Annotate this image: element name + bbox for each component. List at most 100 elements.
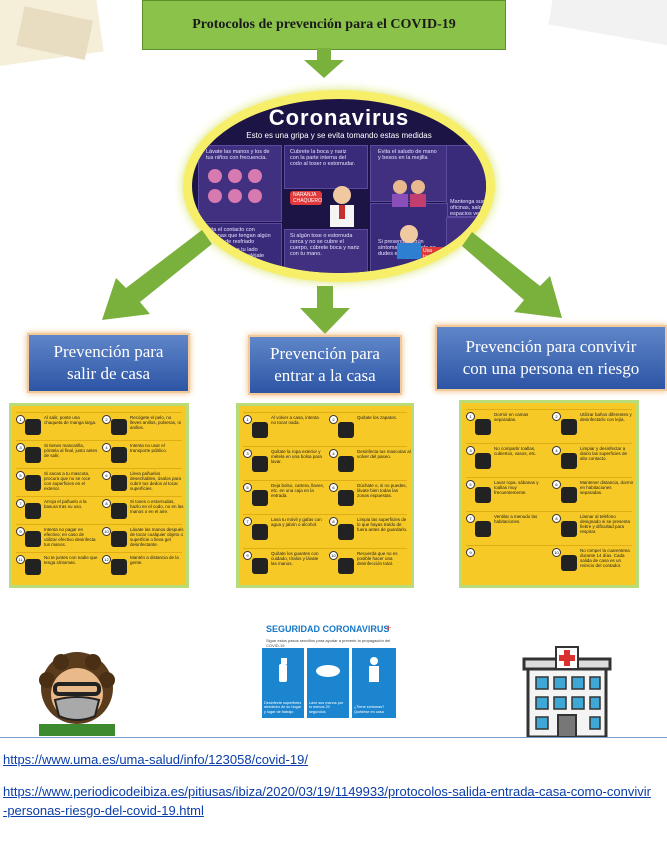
- prevention-step-text: No romper la cuarentena durante 14 días.…: [580, 548, 630, 568]
- heading-salir-de-casa: Prevención para salir de casa: [27, 333, 190, 393]
- masked-person-icon: [39, 652, 115, 736]
- step-number: 7: [243, 517, 252, 526]
- person-home-icon: [369, 657, 379, 682]
- prevention-step-icon: [25, 419, 41, 435]
- prevention-step-text: Quítate los guantes con cuidado, tíralos…: [271, 551, 319, 566]
- step-number: 2: [329, 415, 338, 424]
- prevention-step-icon: [111, 475, 127, 491]
- poster-row: 3 No compartir toallas, cubiertos, vasos,…: [466, 443, 632, 478]
- tip-text: Si algún tose o estornuda cerca y no se …: [290, 233, 360, 257]
- prevention-step-icon: [25, 503, 41, 519]
- prevention-step-icon: [475, 419, 491, 435]
- prevention-step-text: Dúchate o, si no puedes, lávate bien tod…: [357, 483, 407, 498]
- step-number: 5: [466, 480, 475, 489]
- tip-text: Lávate las manos y los de tus niños con …: [206, 149, 270, 161]
- prevention-step-text: Mantén a distancia de la gente.: [130, 555, 179, 565]
- prevention-step-text: Al volver a casa, intenta no tocar nada.: [271, 415, 319, 425]
- heading-line: Prevención para: [270, 344, 380, 363]
- prevention-step-text: Intenta no pagar en efectivo; en caso de…: [44, 527, 96, 547]
- poster-row: 7 Lava tu móvil y gafas con agua y jabón …: [243, 514, 407, 549]
- heading-line: Prevención para convivir: [465, 337, 637, 356]
- prevention-step-icon: [25, 531, 41, 547]
- prevention-step-icon: [338, 490, 354, 506]
- tip-text: Evita el saludo de mano y besos en la me…: [378, 149, 437, 161]
- couple-icon: [392, 180, 426, 207]
- tip-text: Mantenga sus oficinas, salones y espacio…: [450, 199, 495, 217]
- step-number: 4: [552, 446, 561, 455]
- tip-panel: [370, 145, 448, 202]
- prevention-step-icon: [475, 521, 491, 537]
- sick-person-icon: [397, 225, 421, 259]
- step-number: 2: [102, 415, 111, 424]
- prevention-step-text: Al salir, ponte una chaqueta de manga la…: [44, 415, 97, 425]
- prevention-step-text: Si toses o estornudas, hazlo en el codo,…: [130, 499, 184, 514]
- step-number: 10: [102, 527, 111, 536]
- step-number: 6: [102, 471, 111, 480]
- prevention-step-icon: [25, 447, 41, 463]
- hospital-icon: [522, 646, 612, 739]
- hand-wash-icon: [228, 169, 242, 183]
- step-number: 9: [466, 548, 475, 557]
- step-number: 10: [329, 551, 338, 560]
- prevention-step-text: Recógete el pelo, no lleves anillos, pul…: [130, 415, 182, 430]
- arrow-left: [102, 230, 212, 320]
- hand-washing-icon: [316, 665, 340, 677]
- prevention-step-icon: [475, 453, 491, 469]
- step-number: 7: [16, 499, 25, 508]
- seguridad-step: Desinfecte superficies alrededor de su h…: [262, 648, 304, 718]
- masked-person-illustration: [25, 648, 129, 736]
- prevention-step-icon: [561, 555, 577, 571]
- prevention-step-text: Quítate los zapatos.: [357, 415, 398, 420]
- prevention-step-text: Quítate la ropa exterior y métela en una…: [271, 449, 322, 464]
- prevention-step-icon: [561, 487, 577, 503]
- prevention-step-icon: [561, 521, 577, 537]
- step-number: 5: [16, 471, 25, 480]
- step-number: 7: [466, 514, 475, 523]
- reference-link-uma[interactable]: https://www.uma.es/uma-salud/info/123058…: [3, 752, 308, 767]
- prevention-step-icon: [252, 422, 268, 438]
- prevention-step-text: Lava tu móvil y gafas con agua y jabón o…: [271, 517, 322, 527]
- prevention-step-icon: [111, 559, 127, 575]
- step-number: 3: [16, 443, 25, 452]
- heading-entrar-a-la-casa: Prevención para entrar a la casa: [248, 335, 402, 395]
- prevention-step-icon: [25, 559, 41, 575]
- step-number: 9: [243, 551, 252, 560]
- arrow-down-top: [304, 48, 344, 78]
- prevention-step-text: Desinfecta tus mascotas al volver del pa…: [357, 449, 411, 459]
- prevention-step-text: Mantener distancia, dormir en habitacion…: [580, 480, 634, 495]
- heading-line: entrar a la casa: [274, 366, 376, 385]
- hospital-illustration: [520, 645, 614, 739]
- prevention-step-text: Limpiar y desinfectar a diario las super…: [580, 446, 628, 461]
- step-number: 3: [466, 446, 475, 455]
- prevention-step-text: Llamar al teléfono designado si se prese…: [580, 514, 631, 534]
- reference-links: https://www.uma.es/uma-salud/info/123058…: [0, 737, 667, 818]
- arrow-center: [300, 286, 350, 334]
- prevention-step-text: No compartir toallas, cubiertos, vasos, …: [494, 446, 537, 456]
- coronavirus-infographic: Coronavirus Esto es una gripa y se evita…: [183, 90, 495, 282]
- step-number: 4: [102, 443, 111, 452]
- prevention-step-text: Lleva pañuelos desechables, úsalos para …: [130, 471, 182, 491]
- warning-badge: Usa tapaboca si estás enfermo: [420, 247, 446, 273]
- decor-top-right: [540, 0, 667, 60]
- seguridad-step: Lave sus manos por lo menos 20 segundos: [307, 648, 349, 718]
- step-number: 6: [552, 480, 561, 489]
- seguridad-caption: Desinfecte superficies alrededor de su h…: [264, 700, 302, 714]
- poster-row: 9 Quítate los guantes con cuidado, tíralo…: [243, 548, 407, 583]
- prevention-step-text: Si tienes mascarilla, póntela al final, …: [44, 443, 98, 458]
- tip-panel: [284, 145, 368, 189]
- prevention-step-icon: [338, 422, 354, 438]
- heading-line: con una persona en riesgo: [462, 359, 640, 378]
- prevention-step-icon: [252, 558, 268, 574]
- reference-link-periodicodeibiza[interactable]: https://www.periodicodeibiza.es/pitiusas…: [3, 784, 651, 818]
- step-number: 8: [552, 514, 561, 523]
- prevention-step-icon: [111, 447, 127, 463]
- poster-row: 3 Si tienes mascarilla, póntela al final,…: [16, 440, 182, 469]
- prevention-step-text: No te juntes con nadie que tenga síntoma…: [44, 555, 98, 565]
